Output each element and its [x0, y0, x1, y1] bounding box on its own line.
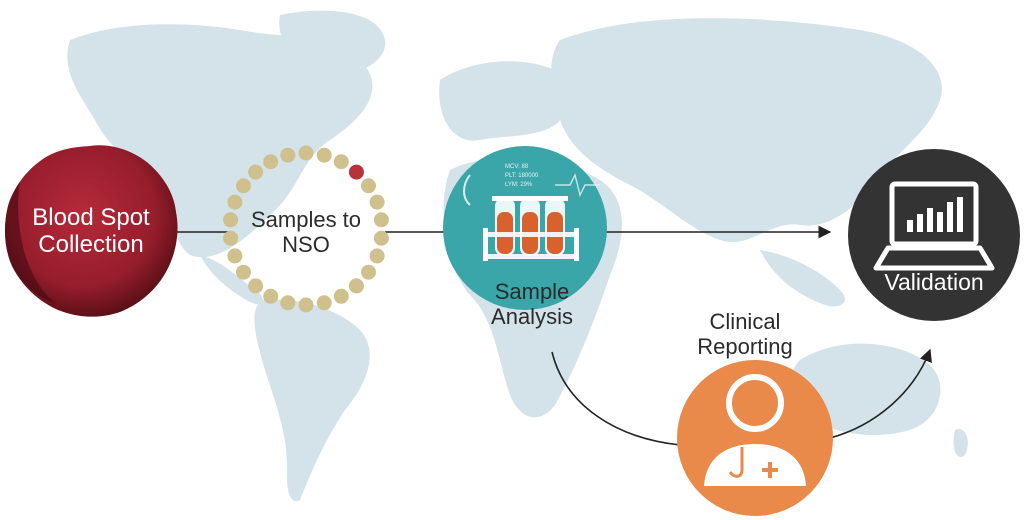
cross-icon	[762, 462, 778, 478]
test-tubes-icon	[483, 196, 579, 261]
europe	[439, 61, 570, 141]
sample-dot	[298, 145, 314, 161]
southeast-asia	[760, 250, 845, 307]
sample-dot	[223, 230, 239, 246]
sample-dot	[227, 248, 243, 264]
sample-dot	[373, 230, 389, 246]
clinical-reporting-label: Clinical Reporting	[660, 309, 830, 359]
sample-dot	[348, 278, 364, 294]
monitor-text-3: LYM: 29%	[505, 182, 533, 188]
doctor-icon	[704, 374, 806, 486]
clinical-reporting-node	[677, 360, 833, 516]
sample-dot	[263, 154, 279, 170]
stethoscope-icon	[728, 447, 744, 478]
sample-analysis-node: MCV: 88 PLT: 180000 LYM: 29%	[443, 146, 607, 310]
asia	[551, 18, 942, 243]
validation-node	[848, 149, 1020, 321]
new-zealand	[953, 429, 968, 458]
sample-dot	[316, 147, 332, 163]
sample-analysis-label-line-2: Analysis	[491, 303, 573, 329]
connector-clinical-to-validation	[829, 348, 932, 439]
test-tube-1	[492, 196, 518, 256]
monitor-text-1: MCV: 88	[505, 164, 529, 170]
samples-to-nso-label-line-2: NSO	[282, 231, 330, 257]
central-america	[200, 255, 264, 305]
sample-dot	[248, 278, 264, 294]
heartbeat-line	[555, 172, 600, 198]
samples-ring-node	[223, 145, 389, 313]
connector-analysis-to-clinical	[551, 351, 681, 446]
clinical-reporting-label-line-1: Clinical	[709, 309, 781, 334]
sample-dot	[361, 178, 376, 194]
blood-spot-label: Blood Spot Collection	[0, 204, 182, 259]
tube-rack	[485, 232, 577, 237]
blood-spot-edge-shadow	[4, 182, 56, 304]
sample-analysis-label: Sample Analysis	[452, 279, 612, 329]
sample-dot	[236, 264, 251, 280]
blood-spot-label-line-2: Collection	[38, 230, 144, 258]
validation-label-line-1: Validation	[884, 269, 984, 295]
sample-dot	[316, 295, 332, 311]
south-america	[254, 299, 370, 502]
sample-dot	[298, 297, 314, 313]
blood-spot-node	[4, 145, 178, 317]
sample-dot	[361, 264, 376, 280]
greenland	[279, 10, 386, 75]
samples-to-nso-label-line-1: Samples to	[250, 207, 362, 232]
bar-chart-icon	[907, 197, 963, 232]
sample-dot	[369, 194, 385, 210]
sample-dot-highlighted	[348, 164, 364, 180]
sample-dot	[227, 194, 243, 210]
monitor-text-2: PLT: 180000	[505, 173, 539, 179]
north-america	[67, 24, 373, 258]
samples-to-nso-label: Samples to NSO	[216, 207, 396, 257]
blood-spot-shape	[4, 145, 178, 317]
sample-dot	[333, 288, 349, 304]
sample-dot	[248, 164, 264, 180]
clinical-reporting-label-line-2: Reporting	[697, 333, 793, 359]
connectors	[170, 225, 932, 446]
test-tube-3	[542, 196, 568, 256]
sample-dot	[223, 212, 239, 228]
sample-dot	[373, 212, 389, 228]
blood-spot-label-line-1: Blood Spot	[32, 204, 150, 231]
sample-dot	[263, 288, 279, 304]
doctor-head	[726, 374, 784, 432]
sample-dot	[333, 154, 349, 170]
sample-dot	[369, 248, 385, 264]
stethoscope-mark	[463, 174, 471, 206]
sample-dot	[236, 178, 251, 194]
sample-dot	[280, 147, 296, 163]
sample-dot	[280, 295, 296, 311]
sample-analysis-label-line-1: Sample	[494, 279, 570, 304]
doctor-body	[704, 444, 806, 486]
validation-label: Validation	[850, 269, 1018, 296]
laptop-icon	[873, 181, 995, 271]
test-tube-2	[517, 196, 543, 256]
